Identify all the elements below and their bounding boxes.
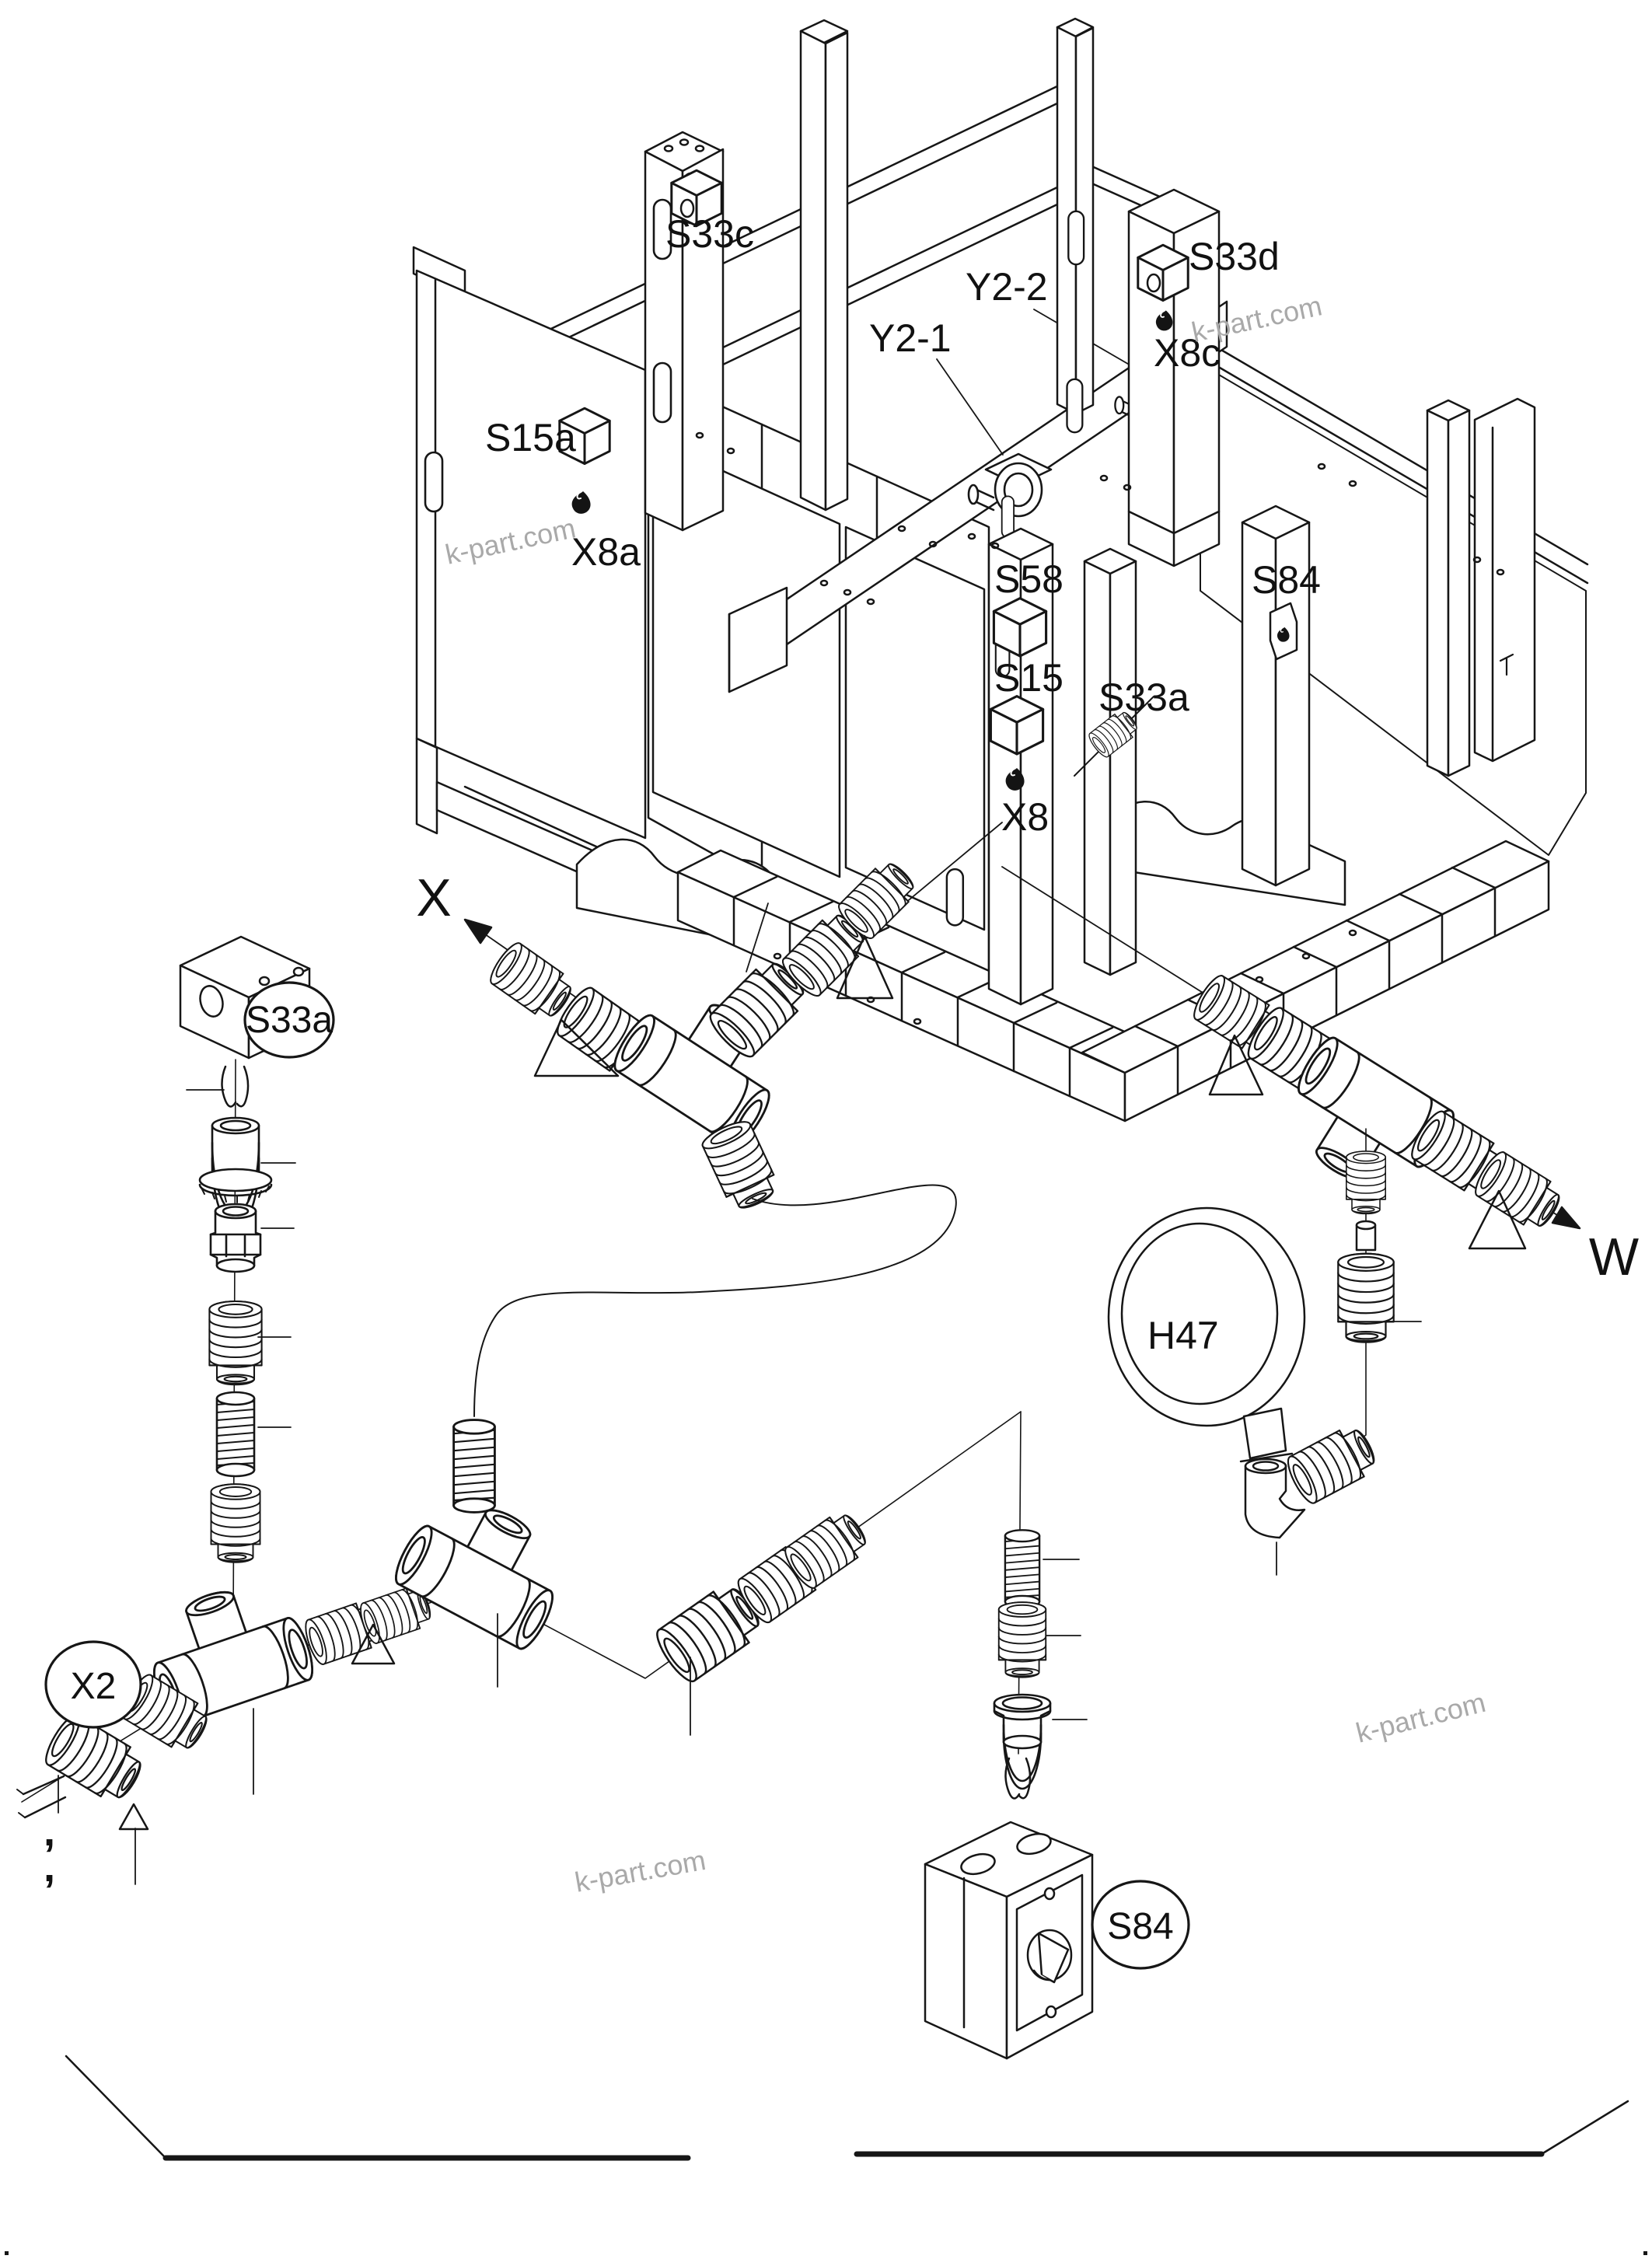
border-lines [5, 2055, 1647, 2255]
small-connector [1355, 1220, 1377, 1252]
part-label-y2-2: Y2-2 [966, 265, 1048, 309]
s15-sensor-icon [989, 695, 1045, 756]
part-label-x8c: X8c [1154, 331, 1221, 375]
callout-circle-s84: S84 [1091, 1880, 1190, 1970]
callout-circle-x2: X2 [44, 1640, 142, 1729]
h47-horn: H47 [1107, 1206, 1306, 1463]
floor-grid [575, 801, 1550, 1123]
s33d-sensor-icon [1137, 243, 1189, 302]
hose-mark-triangle [118, 1803, 149, 1831]
axis-label-w: W [1589, 1227, 1639, 1287]
horn-label-h47: H47 [1147, 1314, 1219, 1357]
part-label-s33d: S33d [1189, 235, 1280, 278]
x-arrowhead [463, 918, 493, 944]
s33a-mid-connector [1074, 696, 1154, 777]
hose-mark-triangle [1208, 1034, 1264, 1096]
watermark-4: k-part.com [1353, 1686, 1489, 1749]
machine-frame: S33c S15a X8a Y2-1 Y2-2 S33d X8c S58 S84… [412, 17, 1589, 1123]
part-label-x8: X8 [1001, 795, 1049, 839]
part-label-s15a: S15a [485, 416, 576, 459]
s84-sensor-icon [1269, 602, 1298, 661]
wire-ends [221, 1065, 250, 1108]
s58-sensor-icon [992, 597, 1048, 658]
axis-label-x: X [416, 868, 451, 927]
part-label-s84-top: S84 [1252, 558, 1321, 602]
part-label-s15: S15 [994, 656, 1063, 700]
hose-mark-triangle [836, 934, 894, 1000]
comma-mark-2: , [44, 1844, 55, 1891]
callout-circle-s33a: S33a [243, 981, 335, 1059]
part-label-x8a: X8a [571, 530, 641, 574]
elbow-fitting [1244, 1458, 1306, 1539]
hose-mark-triangle [1468, 1189, 1527, 1250]
wire-ends [1004, 1757, 1032, 1800]
stray-punctuation: , , [44, 1808, 55, 1891]
s84-switch-box [924, 1821, 1094, 2060]
part-label-s33a-mid: S33a [1098, 676, 1189, 719]
hose-mark-triangle [533, 1018, 620, 1077]
axis-labels: X W [416, 868, 1639, 1287]
hose-nipple [452, 1419, 496, 1514]
comma-mark-1: , [44, 1808, 55, 1855]
frame-label-texts: S33c S15a X8a Y2-1 Y2-2 S33d X8c S58 S84… [485, 212, 1321, 839]
y2-beam [728, 300, 1228, 693]
sensor-icons [558, 169, 1298, 792]
part-label-s58: S58 [994, 557, 1063, 601]
hose-mark-triangle [351, 1623, 396, 1665]
pneumatic-assembly: S33a X2 [16, 822, 1639, 2060]
frame-posts [644, 17, 1536, 1006]
s33c-sensor-icon [670, 169, 723, 227]
w-arrowhead [1551, 1206, 1581, 1230]
s33a-branch: S33a [179, 935, 335, 1630]
pneumatic-hose-curve [473, 1184, 957, 1417]
callout-x2: X2 [71, 1666, 117, 1707]
callout-s33a: S33a [246, 1000, 333, 1041]
part-label-y2-1: Y2-1 [869, 316, 952, 360]
w-branch [1001, 866, 1581, 1576]
s84-branch: S84 [388, 1411, 1190, 2060]
x-branch [463, 822, 1003, 1417]
watermark-3: k-part.com [572, 1844, 708, 1898]
part-label-s33c: S33c [665, 212, 754, 256]
rotary-switch-knob [1026, 1929, 1073, 1984]
callout-s84: S84 [1107, 1906, 1173, 1947]
